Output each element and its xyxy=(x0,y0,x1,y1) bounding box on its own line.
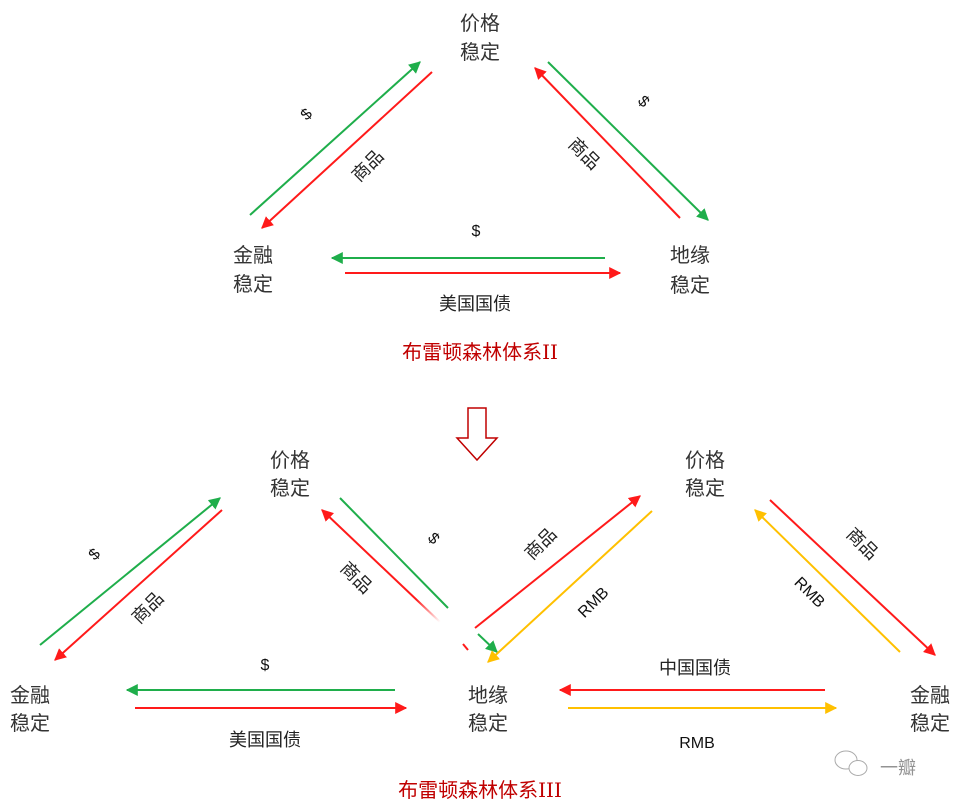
title-bretton-woods-ii: 布雷顿森林体系II xyxy=(402,340,558,364)
node-price-stability: 价格 xyxy=(270,448,310,472)
node-geo-stability: 地缘 xyxy=(468,683,508,707)
node-price-stability: 价格 xyxy=(460,11,500,35)
wechat-icon xyxy=(834,750,868,776)
arrow-rmb-up xyxy=(754,509,901,653)
bottom-right-triangle: 价格 稳定 金融 稳定 商品 RMB 商品 RMB 中国国债 RMB xyxy=(462,448,950,752)
node-price-stability-line2: 稳定 xyxy=(460,40,500,64)
label-dollar: $ xyxy=(424,530,442,548)
hollow-down-arrow-icon xyxy=(455,407,499,462)
arrow-goods-down xyxy=(261,71,433,229)
arrow-dollar-down xyxy=(339,497,449,609)
bottom-left-triangle: 价格 稳定 金融 稳定 地缘 稳定 $ 商品 $ 商品 $ 美国国债 xyxy=(10,448,508,751)
label-goods: 商品 xyxy=(521,524,561,564)
arrow-goods-up xyxy=(321,509,441,623)
arrow-goods-up xyxy=(474,495,641,629)
label-goods: 商品 xyxy=(564,134,604,174)
node-price-stability: 价格 xyxy=(685,448,725,472)
watermark-text: 一瓣 xyxy=(880,758,916,779)
node-geo-stability-line2: 稳定 xyxy=(670,273,710,297)
node-geo-stability-line2: 稳定 xyxy=(468,711,508,735)
label-rmb: RMB xyxy=(679,735,715,752)
node-price-stability-line2: 稳定 xyxy=(685,476,725,500)
label-dollar: $ xyxy=(261,657,270,674)
label-goods: 商品 xyxy=(348,146,388,186)
top-triangle: 价格 稳定 金融 稳定 地缘 稳定 $ 商品 $ 商品 $ 美国国债 布雷顿森林… xyxy=(233,11,710,364)
node-price-stability-line2: 稳定 xyxy=(270,476,310,500)
label-us-treasury: 美国国债 xyxy=(439,294,511,315)
arrow-dollar-up xyxy=(39,497,221,646)
red-dash xyxy=(462,643,469,651)
node-geo-stability: 地缘 xyxy=(670,243,710,267)
watermark: 一瓣 xyxy=(834,750,916,779)
label-rmb: RMB xyxy=(575,584,612,621)
arrow-dollar-up xyxy=(249,61,421,216)
arrow-goods-down xyxy=(54,509,223,661)
label-dollar: $ xyxy=(472,223,481,240)
node-financial-stability-line2: 稳定 xyxy=(10,711,50,735)
node-financial-stability: 金融 xyxy=(10,683,50,707)
label-dollar: $ xyxy=(298,106,316,124)
label-dollar: $ xyxy=(634,93,652,111)
label-goods: 商品 xyxy=(842,524,882,564)
node-financial-stability-line2: 稳定 xyxy=(910,711,950,735)
arrow-green-small xyxy=(477,633,498,653)
arrow-rmb-down xyxy=(487,510,653,663)
label-goods: 商品 xyxy=(128,588,168,628)
label-cn-treasury: 中国国债 xyxy=(659,658,731,679)
label-goods: 商品 xyxy=(336,558,376,598)
label-us-treasury: 美国国债 xyxy=(229,730,301,751)
node-financial-stability: 金融 xyxy=(910,683,950,707)
arrow-dollar-down xyxy=(547,61,709,221)
arrow-goods-up xyxy=(534,67,681,219)
label-dollar: $ xyxy=(86,546,104,564)
node-financial-stability: 金融 xyxy=(233,243,273,267)
label-rmb: RMB xyxy=(791,574,828,611)
arrow-goods-down xyxy=(769,499,936,656)
node-financial-stability-line2: 稳定 xyxy=(233,272,273,296)
title-bretton-woods-iii: 布雷顿森林体系III xyxy=(398,778,562,802)
